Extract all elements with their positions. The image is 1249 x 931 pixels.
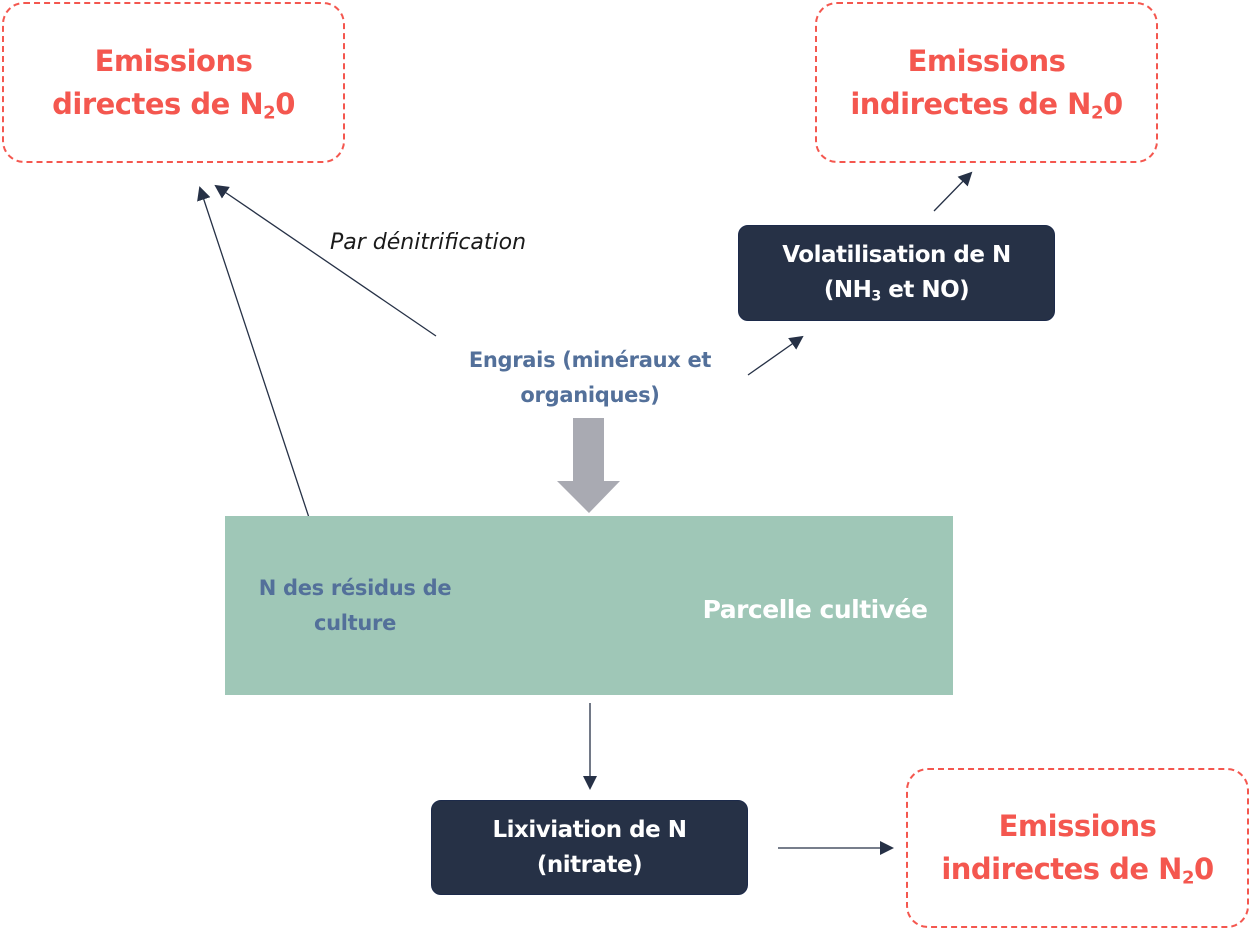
direct-emissions-text: directes de N [52,86,264,121]
crop-residues-label: N des résidus de culture [225,571,485,641]
indirect-emissions-bottom-line1: Emissions [998,809,1157,843]
subscript: 3 [871,288,881,305]
indirect-emissions-bottom-text: indirectes de N [941,852,1182,886]
indirect-emissions-bottom-line2: indirectes de N20 [941,848,1214,891]
subscript: 2 [1090,101,1104,123]
indirect-emissions-top-text: indirectes de N [850,86,1091,121]
arrow-fertilizers-to-plot [557,418,620,513]
direct-emissions-box: Emissions directes de N20 [2,2,345,163]
fertilizers-line2: organiques) [520,383,660,407]
volatilisation-box: Volatilisation de N (NH3 et NO) [738,225,1055,321]
fertilizers-line1: Engrais (minéraux et [468,348,712,372]
fertilizers-label: Engrais (minéraux et organiques) [440,343,740,413]
subscript: 2 [263,101,276,123]
direct-emissions-line1: Emissions [94,43,253,78]
indirect-emissions-top-line1: Emissions [907,43,1066,78]
denitrification-label: Par dénitrification [330,230,527,255]
crop-residues-line1: N des résidus de [258,576,452,600]
volatilisation-line1: Volatilisation de N [782,242,1011,268]
volatilisation-line2: (NH3 et NO) [823,273,970,308]
indirect-emissions-top-suffix: 0 [1102,86,1123,121]
arrow-volatilisation-to-indirect-emissions [933,171,973,212]
arrow-fertilizers-to-volatilisation [747,335,804,376]
lixiviation-line1: Lixiviation de N [492,816,687,843]
volatilisation-text: (NH [823,277,872,303]
crop-residues-line2: culture [313,611,397,635]
indirect-emissions-top-line2: indirectes de N20 [850,83,1123,126]
indirect-emissions-box-bottom: Emissions indirectes de N20 [906,768,1249,928]
arrow-residues-to-direct-emissions [197,186,326,567]
direct-emissions-suffix: 0 [275,86,295,121]
direct-emissions-line2: directes de N20 [52,83,295,126]
lixiviation-line2: (nitrate) [536,851,643,878]
indirect-emissions-box-top: Emissions indirectes de N20 [815,2,1158,163]
subscript: 2 [1181,867,1195,889]
cultivated-plot-label: Parcelle cultivée [702,595,928,624]
cultivated-plot-area [225,516,953,695]
indirect-emissions-bottom-suffix: 0 [1193,852,1214,886]
arrow-fertilizers-to-direct-emissions [214,184,437,337]
volatilisation-suffix: et NO) [880,277,970,303]
lixiviation-box: Lixiviation de N (nitrate) [431,800,748,895]
